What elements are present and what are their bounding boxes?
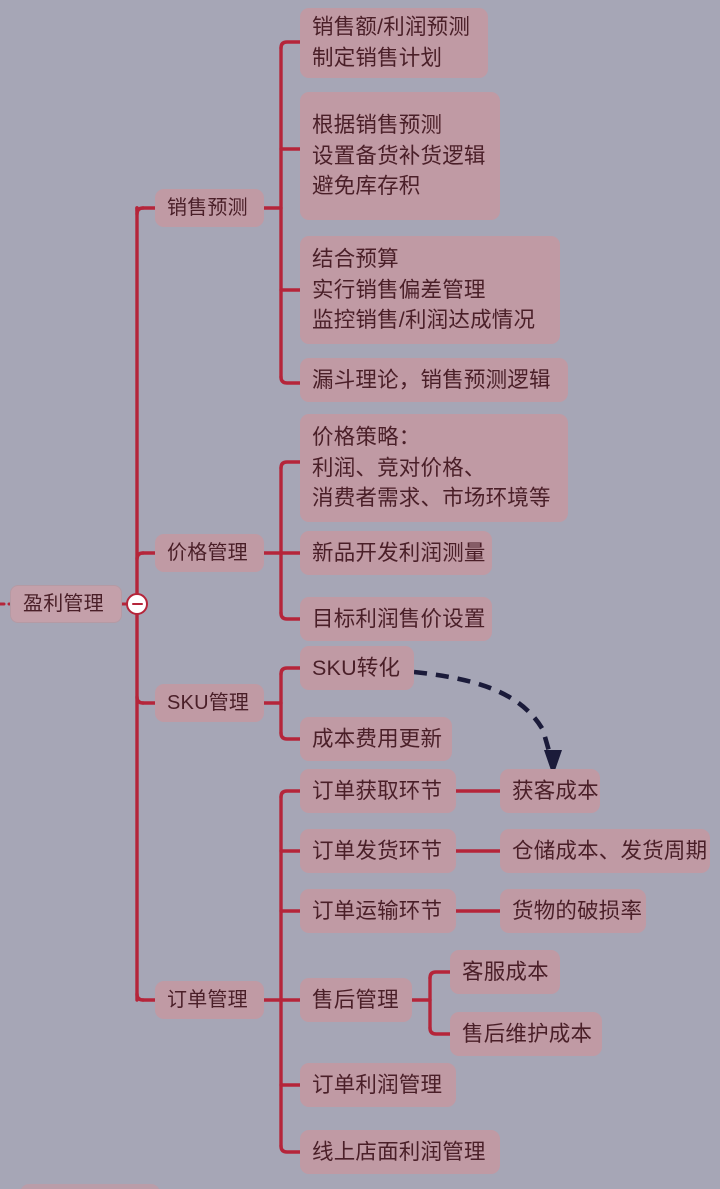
- leaf-node[interactable]: 获客成本: [500, 769, 600, 813]
- branch-node-price-management[interactable]: 价格管理: [155, 534, 264, 572]
- leaf-line: 设置备货补货逻辑: [312, 143, 486, 168]
- leaf-line: 订单发货环节: [312, 838, 443, 863]
- leaf-node[interactable]: 售后管理: [300, 978, 412, 1022]
- leaf-line: 新品开发利润测量: [312, 540, 486, 565]
- leaf-node[interactable]: 目标利润售价设置: [300, 597, 492, 641]
- leaf-line: 订单获取环节: [312, 778, 443, 803]
- branch-label: 订单管理: [167, 988, 248, 1011]
- branch-node-sku-management[interactable]: SKU管理: [155, 684, 264, 722]
- leaf-line: 销售额/利润预测: [312, 15, 471, 40]
- leaf-line: 结合预算: [312, 247, 399, 272]
- leaf-line: 售后维护成本: [462, 1021, 593, 1046]
- leaf-node[interactable]: 根据销售预测 设置备货补货逻辑 避免库存积: [300, 92, 500, 220]
- leaf-node[interactable]: SKU转化: [300, 646, 414, 690]
- branch-node-sales-forecast[interactable]: 销售预测: [155, 189, 264, 227]
- leaf-node[interactable]: 货物的破损率: [500, 889, 646, 933]
- leaf-line: 实行销售偏差管理: [312, 277, 486, 302]
- leaf-node[interactable]: 销售额/利润预测 制定销售计划: [300, 8, 488, 78]
- leaf-node[interactable]: 订单发货环节: [300, 829, 456, 873]
- leaf-line: 成本费用更新: [312, 726, 443, 751]
- root-label: 盈利管理: [23, 592, 104, 615]
- leaf-node[interactable]: 价格策略： 利润、竞对价格、 消费者需求、市场环境等: [300, 414, 568, 522]
- branch-label: 销售预测: [167, 196, 248, 219]
- leaf-node[interactable]: 成本费用更新: [300, 717, 452, 761]
- leaf-line: 客服成本: [462, 959, 549, 984]
- leaf-node[interactable]: 漏斗理论，销售预测逻辑: [300, 358, 568, 402]
- root-node[interactable]: 盈利管理: [10, 585, 122, 623]
- leaf-line: 监控销售/利润达成情况: [312, 308, 536, 333]
- leaf-line: 价格策略：: [312, 425, 421, 450]
- leaf-node[interactable]: 线上店面利润管理: [300, 1130, 500, 1174]
- leaf-line: 利润、竞对价格、: [312, 455, 486, 480]
- leaf-line: 漏斗理论，销售预测逻辑: [312, 367, 551, 392]
- leaf-line: 线上店面利润管理: [312, 1139, 486, 1164]
- leaf-node[interactable]: 新品开发利润测量: [300, 531, 492, 575]
- leaf-node[interactable]: 仓储成本、发货周期: [500, 829, 710, 873]
- collapse-toggle[interactable]: [126, 593, 148, 615]
- clipped-node-bottom[interactable]: [20, 1184, 160, 1189]
- leaf-node[interactable]: 结合预算 实行销售偏差管理 监控销售/利润达成情况: [300, 236, 560, 344]
- leaf-line: SKU转化: [312, 655, 401, 680]
- leaf-node[interactable]: 订单利润管理: [300, 1063, 456, 1107]
- leaf-line: 订单利润管理: [312, 1072, 443, 1097]
- branch-node-order-management[interactable]: 订单管理: [155, 981, 264, 1019]
- leaf-node[interactable]: 订单获取环节: [300, 769, 456, 813]
- leaf-line: 避免库存积: [312, 174, 421, 199]
- leaf-line: 目标利润售价设置: [312, 606, 486, 631]
- leaf-node[interactable]: 售后维护成本: [450, 1012, 602, 1056]
- leaf-line: 消费者需求、市场环境等: [312, 486, 551, 511]
- leaf-node[interactable]: 客服成本: [450, 950, 560, 994]
- leaf-line: 获客成本: [512, 778, 599, 803]
- branch-label: 价格管理: [167, 541, 248, 564]
- leaf-line: 售后管理: [312, 987, 399, 1012]
- leaf-line: 根据销售预测: [312, 113, 443, 138]
- minus-icon: [131, 602, 143, 606]
- leaf-line: 订单运输环节: [312, 898, 443, 923]
- leaf-line: 货物的破损率: [512, 898, 643, 923]
- leaf-line: 仓储成本、发货周期: [512, 838, 708, 863]
- branch-label: SKU管理: [167, 691, 250, 714]
- leaf-line: 制定销售计划: [312, 46, 443, 70]
- leaf-node[interactable]: 订单运输环节: [300, 889, 456, 933]
